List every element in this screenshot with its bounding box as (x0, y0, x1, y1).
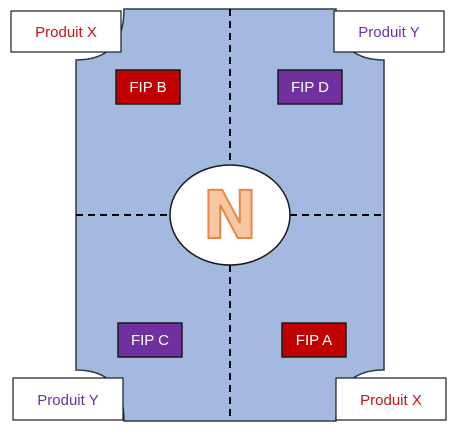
fip-box-bottom-right-rect (281, 322, 347, 358)
fip-label-top-left: FIP B (129, 79, 166, 96)
center-letter: N (202, 177, 257, 254)
corner-box-bottom-left (12, 377, 124, 421)
fip-box-top-right: FIP D (277, 69, 343, 105)
corner-text-top-right: Produit Y (358, 24, 419, 41)
corner-text-top-left: Produit X (35, 24, 97, 41)
divider-lines (76, 9, 384, 421)
fip-box-top-left-rect (115, 69, 181, 105)
center-medallion: N (169, 164, 291, 266)
corner-label-top-left: Produit X (10, 10, 122, 53)
corner-box-bottom-right (335, 377, 447, 421)
corner-label-bottom-left: Produit Y (12, 377, 124, 421)
fip-box-bottom-left-rect (117, 322, 183, 358)
fip-box-top-left: FIP B (115, 69, 181, 105)
corner-text-bottom-right: Produit X (360, 392, 422, 409)
fip-label-bottom-right: FIP A (296, 332, 332, 349)
corner-box-top-left (10, 10, 122, 53)
fip-box-top-right-rect (277, 69, 343, 105)
fip-label-bottom-left: FIP C (131, 332, 169, 349)
corner-label-top-right: Produit Y (333, 10, 445, 53)
corner-text-bottom-left: Produit Y (37, 392, 98, 409)
fip-label-top-right: FIP D (291, 79, 329, 96)
fip-box-bottom-right: FIP A (281, 322, 347, 358)
corner-box-top-right (333, 10, 445, 53)
fip-box-bottom-left: FIP C (117, 322, 183, 358)
corner-label-bottom-right: Produit X (335, 377, 447, 421)
center-circle (169, 164, 291, 266)
